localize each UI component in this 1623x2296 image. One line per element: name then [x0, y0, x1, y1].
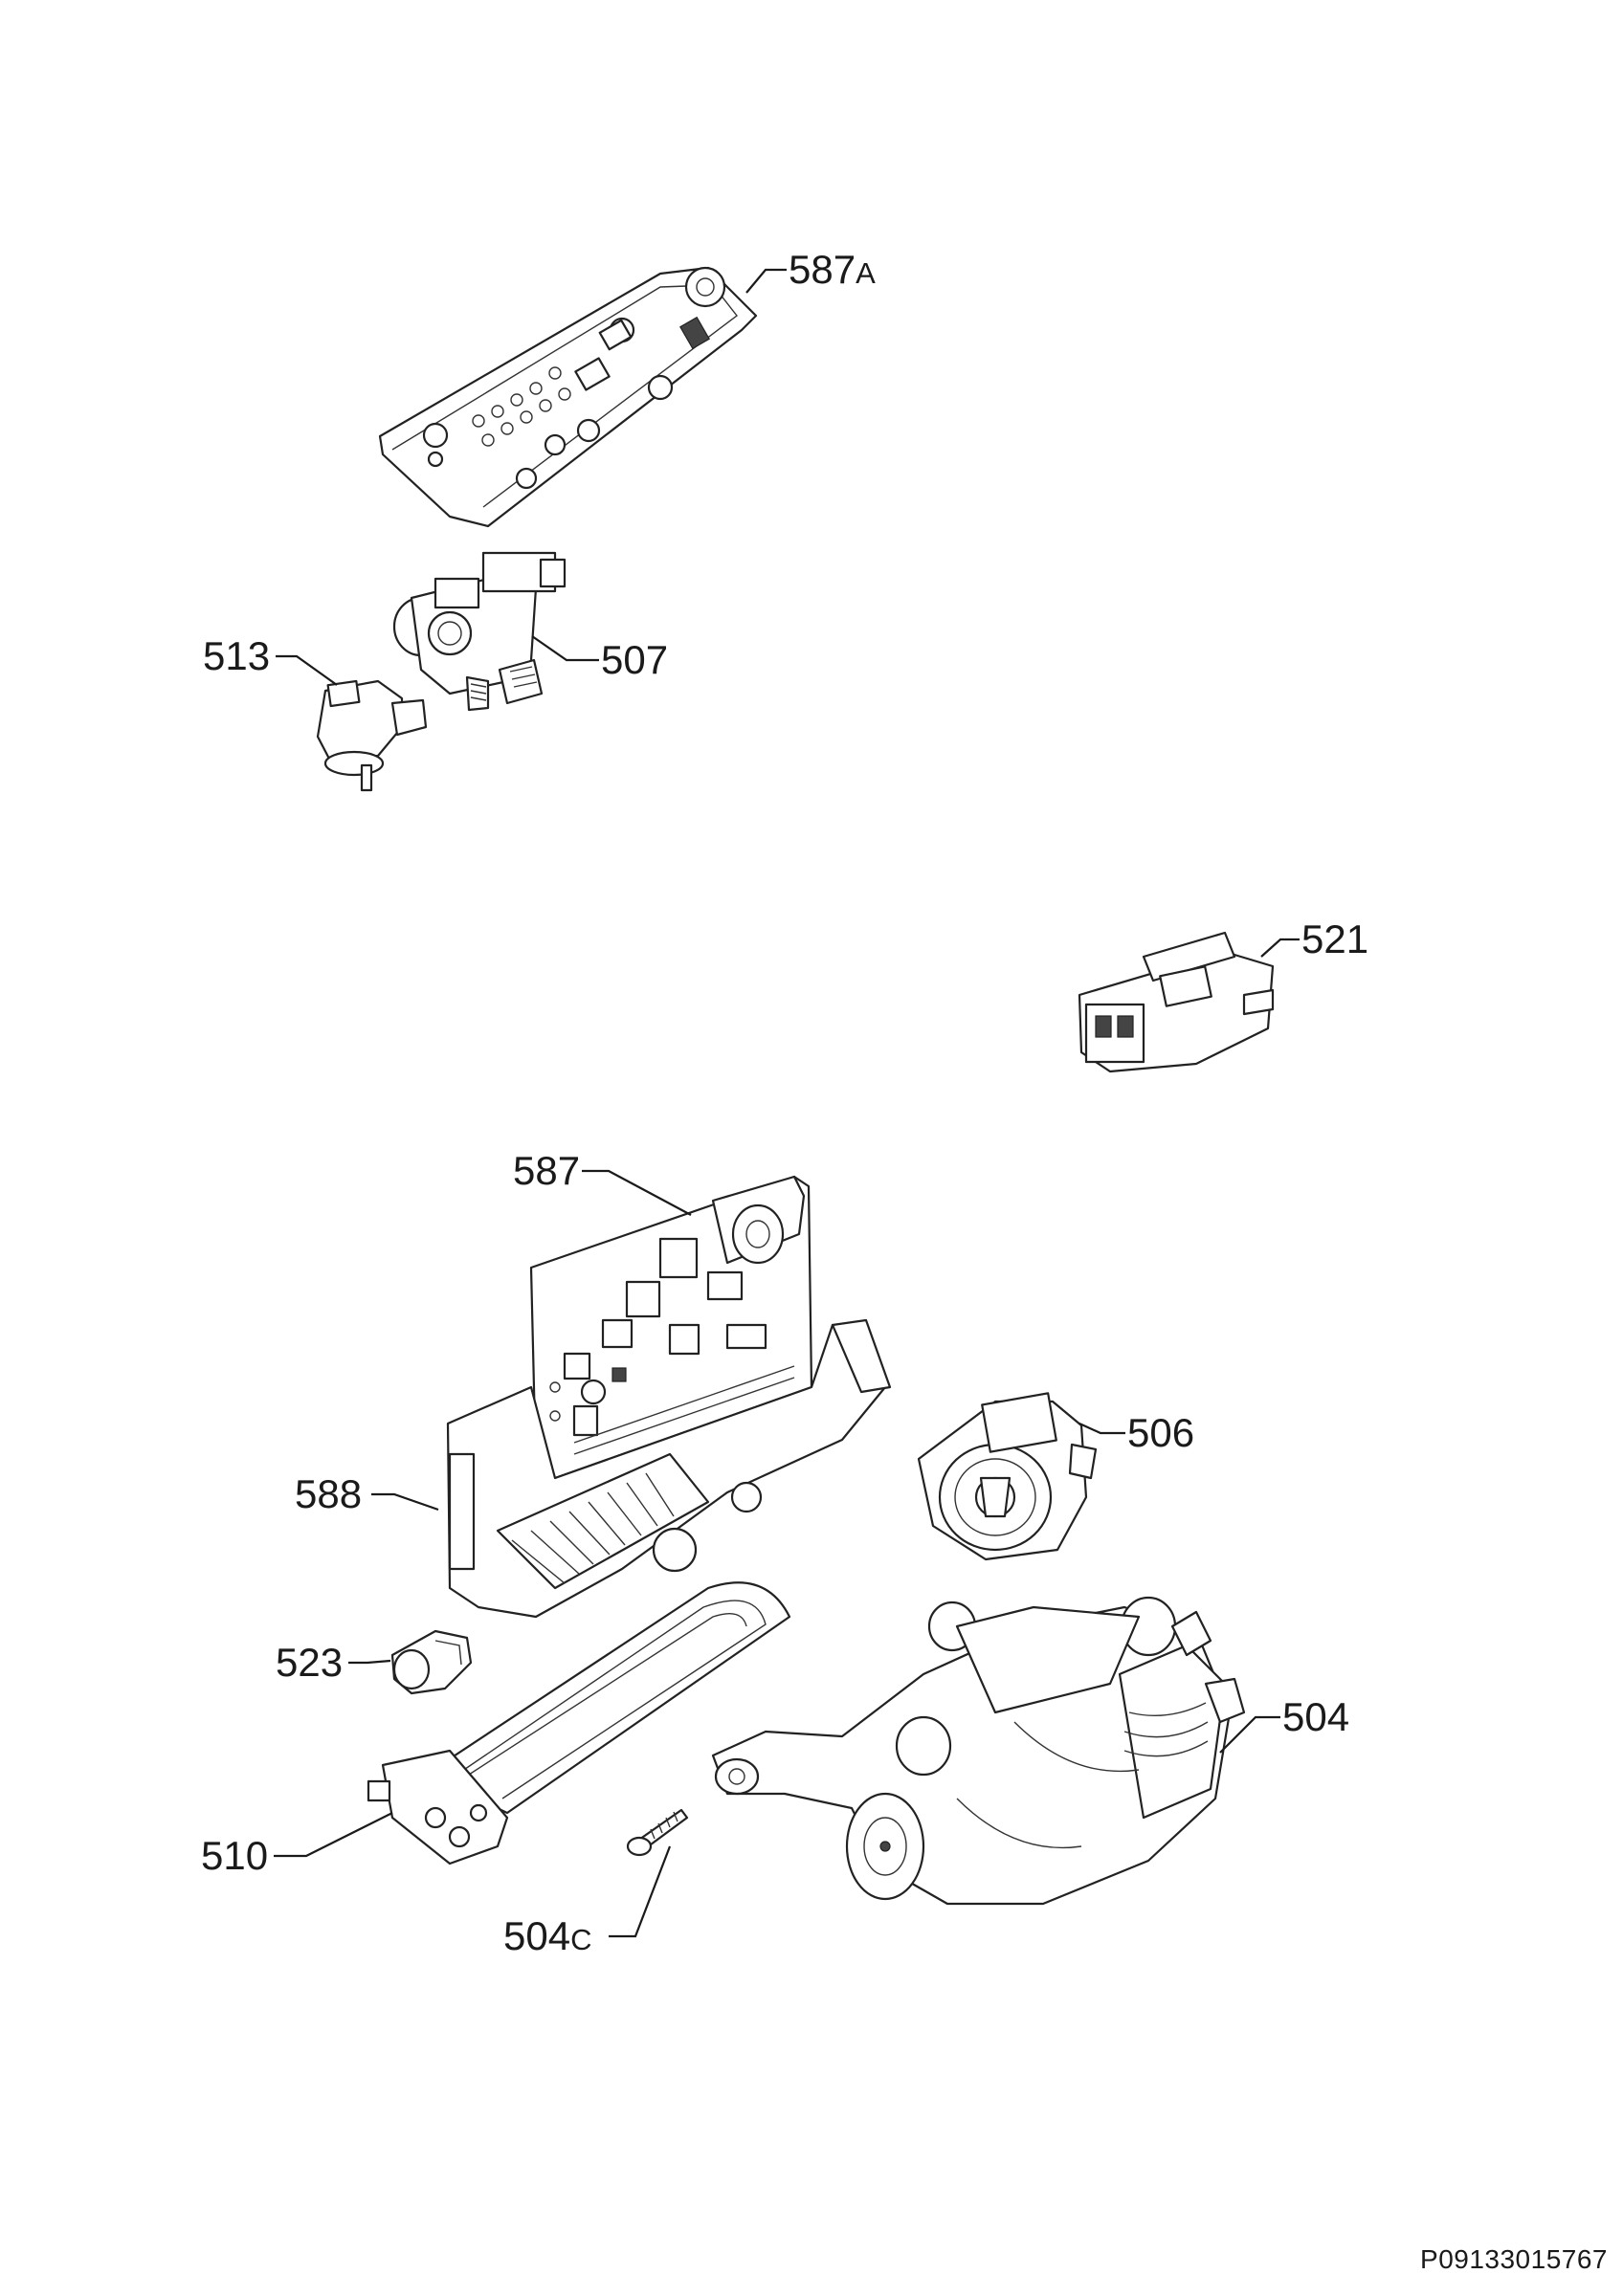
callout-504: 504 [1282, 1694, 1349, 1739]
leader-504 [1219, 1715, 1280, 1754]
leader-588 [371, 1492, 439, 1512]
leader-504c [609, 1845, 672, 1938]
callout-504c: 504C [503, 1913, 591, 1958]
leader-523 [348, 1659, 391, 1665]
callout-510: 510 [201, 1833, 268, 1878]
document-number: P09133015767 [1420, 2244, 1608, 2274]
leader-513 [276, 654, 338, 686]
part-587a-control-board [378, 266, 758, 528]
callout-523: 523 [276, 1640, 343, 1685]
leader-507 [531, 635, 599, 662]
leader-587 [582, 1169, 692, 1216]
part-507-inlet-valve [392, 551, 567, 712]
part-506-drain-pump [917, 1392, 1098, 1561]
leader-587a [745, 268, 787, 294]
callout-521: 521 [1301, 916, 1368, 961]
leader-521 [1260, 938, 1300, 958]
leader-510 [274, 1812, 393, 1858]
callout-587a: 587A [789, 247, 876, 292]
part-504c-screw [626, 1808, 689, 1857]
callout-513: 513 [203, 633, 270, 678]
part-504-motor [711, 1596, 1246, 1906]
part-513-pressure-switch [316, 679, 428, 792]
callout-507: 507 [601, 637, 668, 682]
callout-588: 588 [295, 1471, 362, 1516]
callout-506: 506 [1127, 1410, 1194, 1455]
part-588-board-housing [446, 1318, 892, 1619]
part-510-heater [367, 1581, 791, 1866]
leader-506 [1078, 1422, 1125, 1435]
part-523-clip [390, 1629, 473, 1695]
callout-587: 587 [513, 1148, 580, 1193]
part-521-door-lock [1078, 931, 1275, 1073]
